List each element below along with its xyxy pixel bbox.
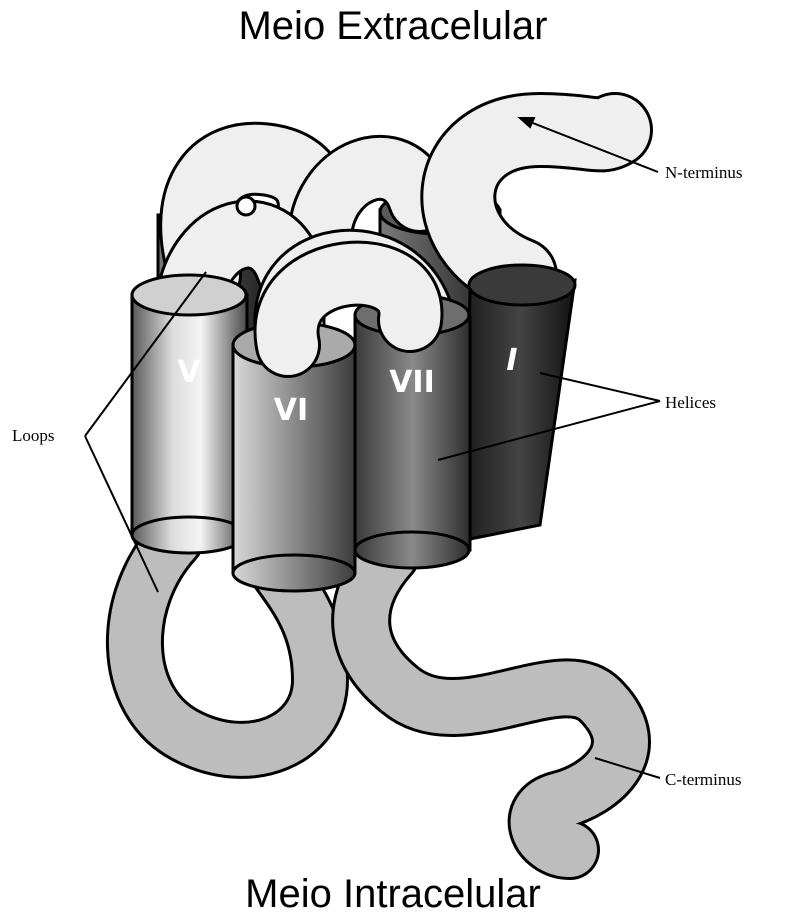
n-terminus-label: N-terminus — [665, 163, 742, 182]
c-terminus-label: C-terminus — [665, 770, 742, 789]
loops-label: Loops — [12, 426, 55, 445]
helices-label: Helices — [665, 393, 716, 412]
helix-v-numeral: V — [177, 355, 201, 390]
helix-vi-numeral: VI — [274, 393, 308, 428]
helix-i-numeral: I — [506, 343, 517, 378]
helix-v — [132, 275, 247, 553]
intracellular-loops — [135, 540, 621, 850]
helix-i — [465, 265, 575, 540]
helix-vii-numeral: VII — [389, 365, 435, 400]
